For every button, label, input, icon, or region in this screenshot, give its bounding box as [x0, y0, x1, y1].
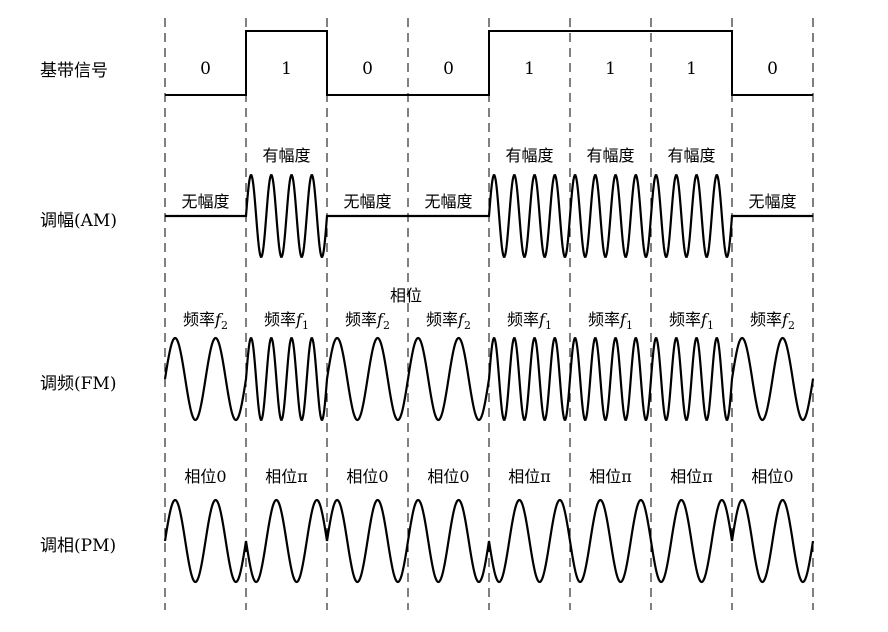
bit-label: 0 — [362, 59, 373, 79]
pm-label-zero: 相位0 — [184, 467, 226, 486]
pm-waveform — [163, 498, 815, 584]
fm-labels: 频率f2 频率f1 频率f2 频率f2 频率f1 频率f1 频率f1 频率f2 — [183, 310, 795, 332]
bit-label: 1 — [605, 59, 616, 79]
fm-extra-phase-label: 相位 — [390, 286, 422, 305]
fm-label-f2: 频率f2 — [426, 310, 471, 332]
am-waveform — [165, 174, 813, 258]
bit-label: 0 — [767, 59, 778, 79]
am-label-has: 有幅度 — [586, 146, 634, 165]
bit-label: 1 — [686, 59, 697, 79]
pm-label-pi: 相位π — [508, 467, 551, 486]
am-label-none: 无幅度 — [181, 192, 229, 211]
row-label-baseband: 基带信号 — [40, 61, 108, 81]
bit-label: 1 — [524, 59, 535, 79]
am-label-none: 无幅度 — [748, 192, 796, 211]
row-label-am: 调幅(AM) — [40, 211, 117, 231]
fm-label-f1: 频率f1 — [264, 310, 309, 332]
am-label-none: 无幅度 — [424, 192, 472, 211]
pm-label-pi: 相位π — [265, 467, 308, 486]
fm-label-f2: 频率f2 — [183, 310, 228, 332]
bit-label: 1 — [281, 59, 292, 79]
bit-labels: 0 1 0 0 1 1 1 0 — [200, 59, 778, 79]
pm-label-pi: 相位π — [589, 467, 632, 486]
pm-label-zero: 相位0 — [346, 467, 388, 486]
fm-label-f1: 频率f1 — [507, 310, 552, 332]
row-label-pm: 调相(PM) — [40, 536, 116, 556]
pm-label-zero: 相位0 — [751, 467, 793, 486]
bit-boundaries — [164, 18, 814, 610]
am-label-none: 无幅度 — [343, 192, 391, 211]
row-label-fm: 调频(FM) — [40, 374, 116, 394]
am-label-has: 有幅度 — [262, 146, 310, 165]
bit-label: 0 — [200, 59, 211, 79]
baseband-waveform — [165, 30, 813, 96]
pm-label-pi: 相位π — [670, 467, 713, 486]
pm-label-zero: 相位0 — [427, 467, 469, 486]
fm-label-f1: 频率f1 — [588, 310, 633, 332]
pm-labels: 相位0 相位π 相位0 相位0 相位π 相位π 相位π 相位0 — [184, 467, 793, 486]
am-label-has: 有幅度 — [505, 146, 553, 165]
fm-label-f2: 频率f2 — [750, 310, 795, 332]
am-label-has: 有幅度 — [667, 146, 715, 165]
fm-label-f1: 频率f1 — [669, 310, 714, 332]
fm-label-f2: 频率f2 — [345, 310, 390, 332]
fm-waveform — [163, 336, 815, 422]
bit-label: 0 — [443, 59, 454, 79]
